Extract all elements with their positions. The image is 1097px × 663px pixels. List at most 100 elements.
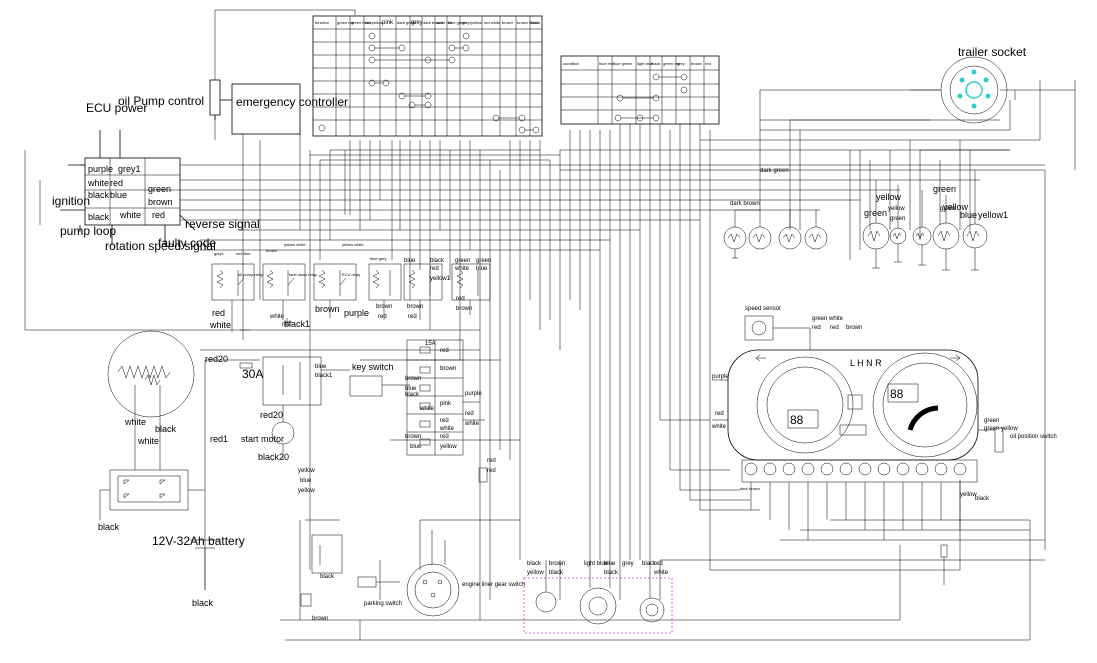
label-pump-loop: pump loop [60, 224, 116, 238]
relay-0-label: oil pump relay [238, 272, 263, 277]
wire-label: yellow white [284, 242, 306, 247]
ecu-brown: brown [148, 197, 173, 207]
wire-label: black [975, 496, 990, 502]
fuse-box [406, 339, 488, 483]
label-dark-brown: dark brown [730, 201, 760, 207]
label-reverse-signal: reverse signal [185, 217, 260, 231]
ct-h2: blue green [613, 61, 632, 66]
ct-h0: condition [563, 61, 579, 66]
label-battery: 12V-32Ah battery [152, 534, 245, 548]
speed-sensor [744, 315, 811, 350]
ecu-black2: black [88, 212, 110, 222]
wire-label: yellow [440, 444, 457, 450]
wire-label: white [419, 406, 435, 412]
wire-label: brown [407, 304, 423, 310]
wire-label: black [642, 561, 657, 567]
wire-label: yellow1 [978, 210, 1008, 220]
wire-label: red1 [210, 434, 228, 444]
wire-label: blue [300, 478, 312, 484]
wire-label: purple [712, 374, 729, 380]
wire-label: blue grey [370, 256, 386, 261]
wire-label: black1 [284, 319, 310, 329]
wire-label: white [454, 266, 470, 272]
wire-label: yellow [527, 570, 544, 576]
wire-label: yellow [298, 488, 315, 494]
wire-label: green [455, 258, 470, 264]
label-engine-gear-switch: engine liner gear switch [462, 582, 525, 588]
ft-h2: green black [351, 20, 372, 25]
wire-label: brown [549, 561, 565, 567]
wire-label: green [812, 316, 827, 322]
wire-label: white [828, 316, 844, 322]
ft-h6: grey [411, 20, 423, 26]
wire-label: white [137, 436, 159, 446]
wire-label: purple [344, 308, 369, 318]
wire-label: brown [312, 616, 328, 622]
relay-2-label: ECU relay [342, 272, 360, 277]
lower-switches [299, 519, 460, 640]
wire-label: white [124, 417, 146, 427]
cluster-left-digits: 88 [790, 413, 804, 427]
wire-label: yellow [943, 202, 969, 212]
wire-label: red [430, 266, 439, 272]
wire-label: red [465, 411, 474, 417]
wire-label: green [476, 258, 491, 264]
wire-label: white [439, 426, 455, 432]
label-fuse-15a: 15A [425, 341, 436, 347]
indicator-lamp-row [741, 459, 978, 585]
ft-h8: white red [436, 20, 452, 25]
ct-h5: green red [663, 61, 680, 66]
label-trailer-socket: trailer socket [958, 45, 1027, 59]
label-rotation-speed-signal: rotation speed signal [105, 239, 216, 253]
wire-label: blue [410, 444, 422, 450]
wire-label: black [192, 598, 214, 608]
ecu-black: black [88, 190, 110, 200]
wire-label: red [440, 418, 449, 424]
wire-label: black [405, 392, 420, 398]
wire-label: pink [440, 401, 452, 407]
wire-label: yellow [888, 206, 905, 212]
ecu-green: green [148, 184, 171, 194]
wire-label: yellow [298, 468, 315, 474]
wire-label: red [654, 561, 663, 567]
wire-label: black [430, 258, 445, 264]
wire-label: blue [476, 266, 488, 272]
wire-label: green [940, 206, 955, 212]
wire-label: blue [405, 386, 417, 392]
ecu-red: red [110, 178, 123, 188]
label-emergency-controller: emergency controller [236, 95, 348, 109]
wire-label: brown [440, 366, 456, 372]
function-table [312, 15, 543, 137]
wire-label: red [456, 296, 465, 302]
label-dark-green: dark green [760, 168, 789, 174]
ft-h14: black [531, 20, 540, 25]
wire-label: grey1 [214, 251, 225, 256]
wire-label: white [464, 421, 480, 427]
wire-label: dark brown [740, 486, 760, 491]
ft-h3: red yellow [365, 20, 383, 25]
wire-label: red [212, 308, 225, 318]
wire-label: brown [456, 306, 472, 312]
wire-label: yellow white [342, 242, 364, 247]
label-ignition: ignition [52, 194, 90, 208]
ft-h12: brown [502, 20, 513, 25]
wire-label: green [864, 208, 887, 218]
bus-wires [24, 9, 1076, 641]
wire-label: black [527, 561, 542, 567]
wire-label: brown [405, 376, 421, 382]
ecu-purple: purple [88, 164, 113, 174]
label-speed-sensor: speed sensor [745, 306, 781, 312]
wire-label: red blue [236, 251, 251, 256]
label-fuse-30a: 30A [242, 367, 263, 381]
wire-label: white [209, 320, 231, 330]
ecu-connector [60, 130, 196, 245]
wire-label: black1 [315, 373, 333, 379]
lamp-row-top [723, 170, 988, 271]
wire-label: yellow1 [430, 276, 451, 282]
ft-h4: pink [382, 20, 394, 26]
ft-h13: brown black [517, 20, 538, 25]
label-parking-switch: parking switch [364, 601, 402, 607]
wire-label: blue [404, 258, 416, 264]
